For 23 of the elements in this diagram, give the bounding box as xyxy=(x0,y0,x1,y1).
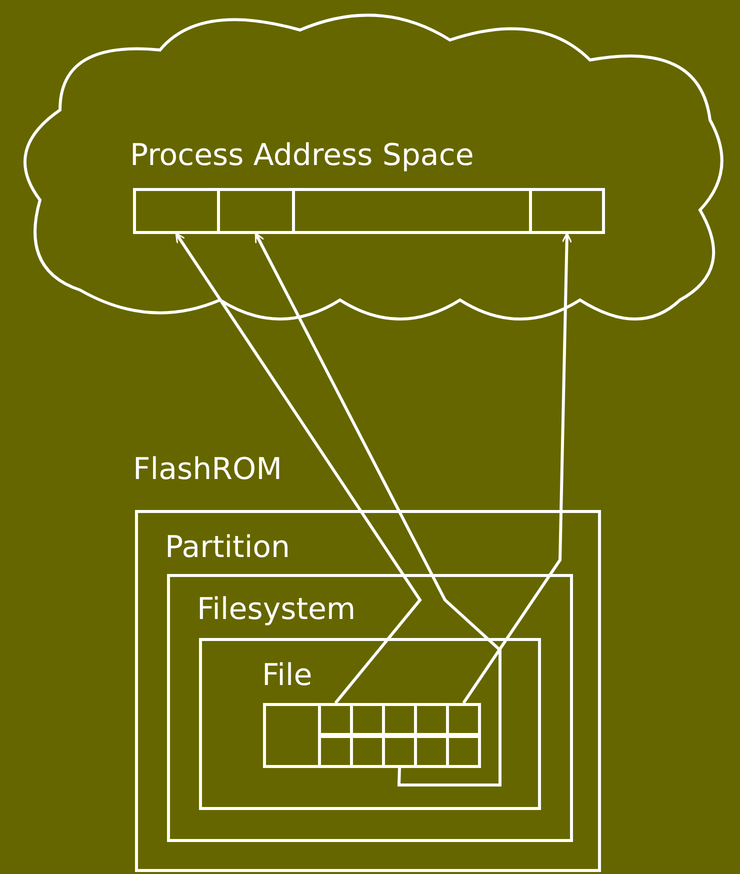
file-block xyxy=(318,735,353,768)
file-block xyxy=(446,703,481,736)
file-block xyxy=(382,703,417,736)
file-block xyxy=(414,735,449,768)
file-block xyxy=(382,735,417,768)
arrow xyxy=(462,232,572,704)
file-block xyxy=(318,703,353,736)
memory-segment xyxy=(529,188,605,234)
file-block xyxy=(350,703,385,736)
file-block xyxy=(446,735,481,768)
arrow xyxy=(175,232,422,704)
frame-heading: Partition xyxy=(165,530,290,566)
file-block xyxy=(350,735,385,768)
arrow xyxy=(254,232,502,786)
file-block xyxy=(414,703,449,736)
frame-heading: FlashROM xyxy=(133,452,282,488)
memory-segment xyxy=(217,188,295,234)
memory-segment xyxy=(292,188,532,234)
cloud-heading: Process Address Space xyxy=(130,138,474,174)
frame-heading: Filesystem xyxy=(197,592,356,628)
memory-segment xyxy=(133,188,220,234)
file-heading: File xyxy=(262,658,312,694)
file-block xyxy=(263,703,321,768)
